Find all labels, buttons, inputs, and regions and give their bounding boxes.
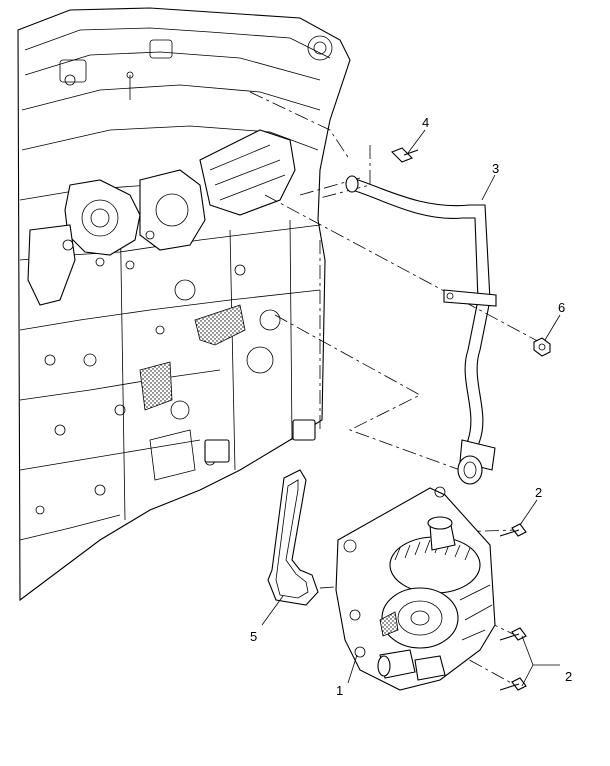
callout-6: 6 [558,300,565,315]
pump-assembly [335,486,496,691]
callout-2b: 2 [565,669,572,684]
callout-3: 3 [492,161,499,176]
gasket [267,469,319,606]
callout-4: 4 [422,115,429,130]
coolant-hose [345,175,497,485]
nut [533,337,551,357]
bolt [391,147,419,163]
callout-2a: 2 [535,485,542,500]
callouts: 4 3 6 2 2 5 1 [250,115,572,698]
callout-5: 5 [250,629,257,644]
leader-lines [261,129,561,687]
engine-block [17,7,351,602]
callout-1: 1 [336,683,343,698]
bolts [499,523,527,691]
